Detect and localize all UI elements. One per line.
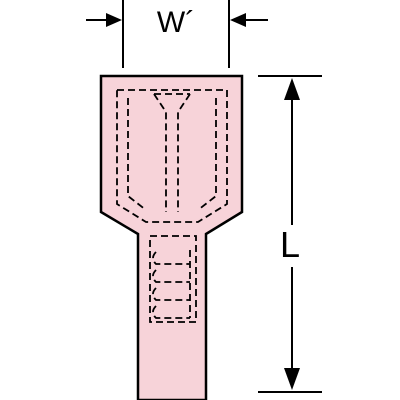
barrel-outline: [149, 235, 197, 323]
length-arrow-top-head: [284, 78, 300, 100]
width-dimension-label: W´: [156, 6, 196, 39]
width-arrow-left-head: [106, 13, 122, 27]
length-arrow-bottom-head: [284, 368, 300, 390]
spring-contact-left-arm: [153, 93, 167, 212]
receptacle-inner-left: [127, 98, 147, 211]
barrel-serration-1: [152, 251, 190, 265]
hidden-features: [116, 89, 228, 323]
width-arrow-right-head: [230, 13, 246, 27]
barrel-serration-2: [152, 269, 190, 283]
terminal-body: [99, 74, 244, 400]
receptacle-inner-right: [197, 98, 217, 211]
barrel-serration-4: [152, 305, 190, 319]
receptacle-outline: [116, 89, 228, 223]
spring-contact-right-arm: [177, 93, 191, 212]
length-dimension-label: L: [275, 225, 305, 267]
barrel-serration-3: [152, 287, 190, 301]
